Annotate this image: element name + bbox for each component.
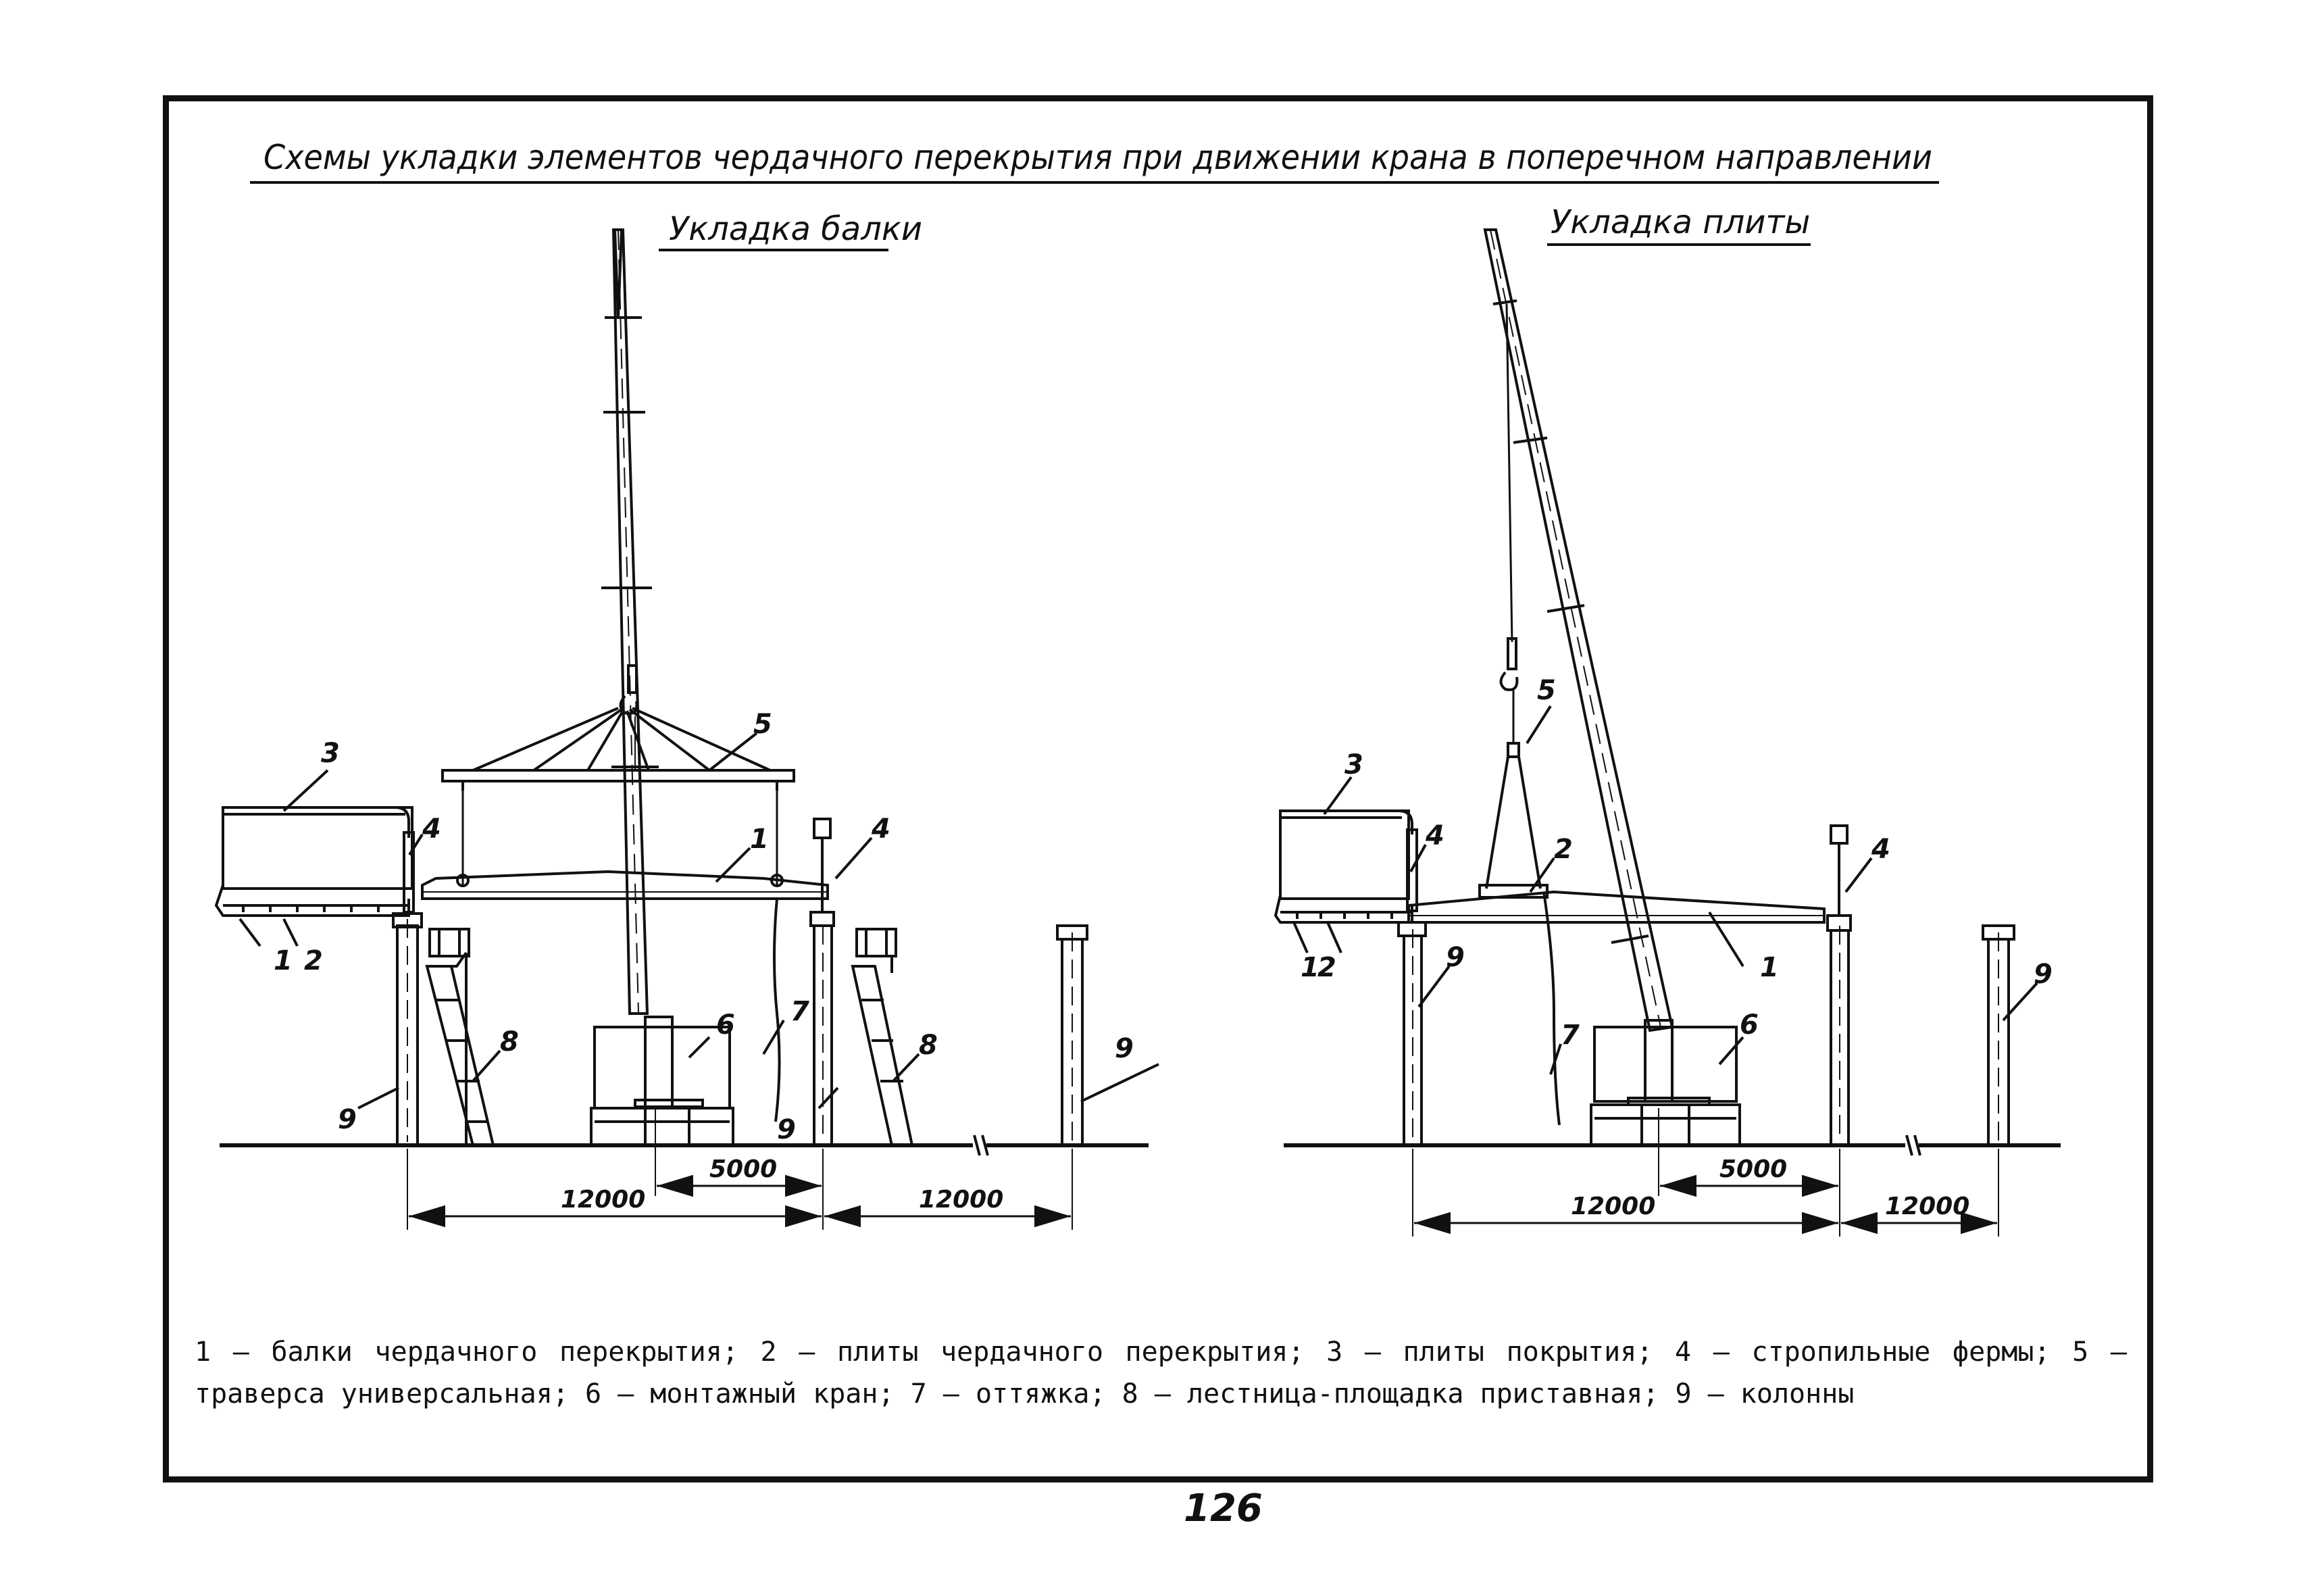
floor-slab — [1407, 890, 1826, 924]
roof-slab — [1279, 809, 1410, 900]
ladder-platform — [428, 928, 470, 957]
crane-boom — [1483, 228, 1674, 1032]
callout: 4 — [1871, 834, 1890, 865]
roof-slab — [222, 806, 413, 890]
sheet-title: Схемы укладки элементов чердачного перек… — [263, 138, 1932, 177]
callout: 7 — [790, 996, 809, 1027]
callout: 9 — [1115, 1033, 1134, 1064]
callout: 1 — [750, 824, 769, 855]
dimension-label: 12000 — [919, 1186, 1003, 1214]
callout: 4 — [871, 814, 890, 845]
callout: 9 — [1446, 942, 1465, 973]
callout: 2 — [1317, 952, 1336, 983]
callout: 4 — [422, 814, 441, 845]
dimension-label: 12000 — [1571, 1193, 1655, 1220]
right-diagram-title: Укладка плиты — [1551, 203, 1810, 241]
callout: 3 — [321, 738, 340, 769]
crane-body — [593, 1026, 731, 1109]
callout: 1 — [1760, 952, 1779, 983]
dimension-label: 12000 — [561, 1186, 645, 1214]
page-number: 126 — [1184, 1487, 1263, 1530]
callout: 4 — [1425, 820, 1444, 851]
guy-rope — [773, 898, 781, 1122]
callout: 5 — [753, 709, 772, 740]
drawing-frame — [163, 95, 2153, 1482]
callout: 2 — [1554, 834, 1573, 865]
right-diagram: Укладка плиты — [1274, 203, 2061, 1237]
callout: 9 — [338, 1104, 357, 1135]
callout: 3 — [1344, 749, 1363, 780]
dimension-label: 5000 — [709, 1155, 777, 1183]
callout: 8 — [500, 1026, 519, 1057]
beam — [421, 870, 829, 900]
callout: 8 — [919, 1030, 938, 1061]
left-diagram-title: Укладка балки — [669, 210, 922, 248]
callout: 1 — [274, 945, 293, 976]
callout: 7 — [1561, 1020, 1580, 1051]
callout: 2 — [304, 945, 323, 976]
left-diagram: Укладка балки — [214, 210, 1159, 1230]
callout: 9 — [777, 1114, 796, 1145]
callout: 9 — [2034, 959, 2053, 990]
guy-rope — [1542, 891, 1561, 1126]
dimension-label: 12000 — [1885, 1193, 1969, 1220]
traverse — [441, 769, 795, 782]
crane-body — [1593, 1026, 1738, 1103]
crane-boom — [611, 228, 649, 1015]
dimension-label: 5000 — [1719, 1155, 1787, 1183]
callout: 6 — [1740, 1009, 1759, 1041]
callout: 6 — [716, 1009, 735, 1041]
callout: 5 — [1537, 675, 1556, 706]
legend: 1 – балки чердачного перекрытия; 2 – пли… — [195, 1337, 2127, 1410]
callout: 1 — [1301, 952, 1319, 983]
